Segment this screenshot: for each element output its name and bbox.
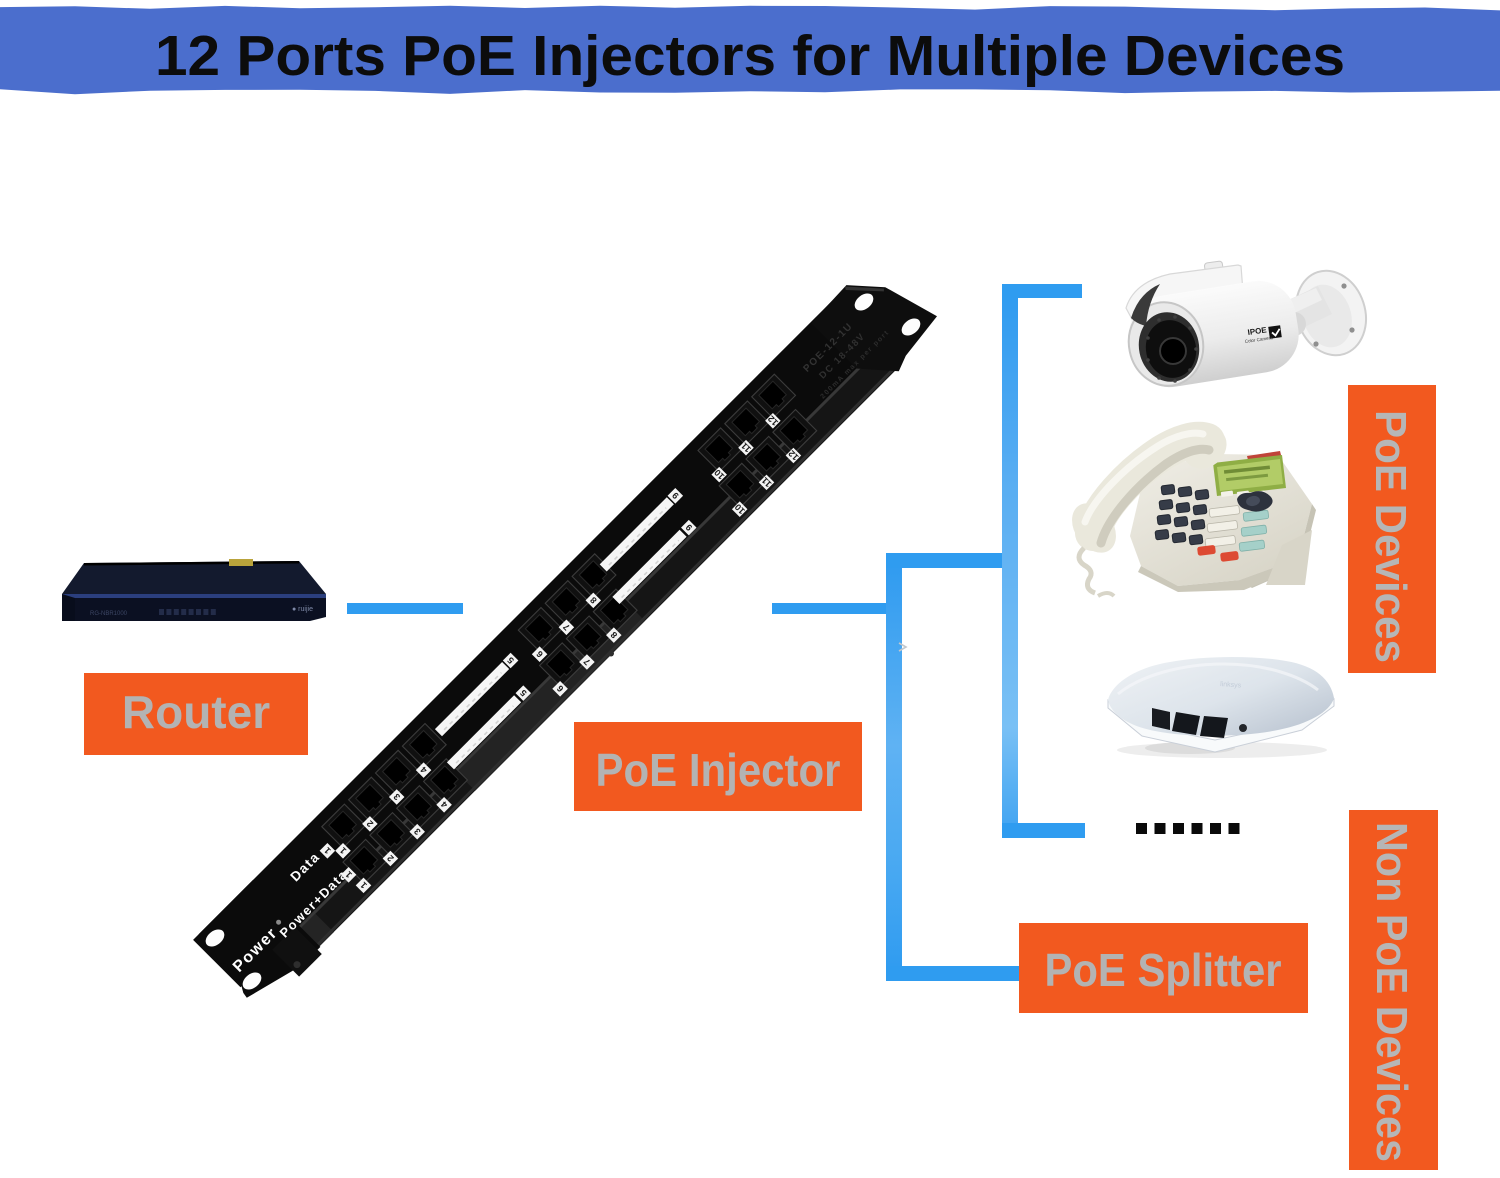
svg-text:7: 7	[582, 657, 593, 668]
svg-text:Non PoE Devices: Non PoE Devices	[1367, 822, 1416, 1162]
svg-text:6: 6	[534, 649, 545, 660]
svg-text:PoE Injector: PoE Injector	[596, 744, 841, 796]
svg-text:4: 4	[439, 799, 450, 810]
svg-text:4: 4	[418, 765, 429, 776]
svg-text:Color Camera: Color Camera	[1244, 335, 1273, 344]
svg-text:5: 5	[518, 688, 529, 699]
svg-text:12 Ports PoE Injectors for Mul: 12 Ports PoE Injectors for Multiple Devi…	[155, 24, 1345, 88]
svg-text:1: 1	[338, 845, 349, 856]
svg-text:6: 6	[555, 683, 566, 694]
svg-text:1: 1	[322, 845, 333, 856]
svg-text:8: 8	[588, 595, 599, 606]
svg-text:Router: Router	[122, 686, 270, 738]
svg-text:5: 5	[505, 655, 516, 666]
svg-text:3: 3	[412, 826, 423, 837]
svg-text:PoE Devices: PoE Devices	[1366, 410, 1415, 663]
svg-text:3: 3	[392, 792, 403, 803]
svg-text:9: 9	[670, 490, 681, 501]
svg-text:7: 7	[561, 622, 572, 633]
svg-text:IPOE: IPOE	[1247, 325, 1268, 337]
svg-text:9: 9	[684, 522, 695, 533]
svg-text:8: 8	[609, 630, 620, 641]
svg-text:RG-NBR1000: RG-NBR1000	[90, 611, 128, 617]
svg-text:1: 1	[343, 869, 354, 880]
svg-text:PoE Splitter: PoE Splitter	[1045, 944, 1282, 996]
svg-text:linksys: linksys	[1220, 681, 1242, 689]
svg-text:1: 1	[358, 880, 369, 891]
svg-text:2: 2	[385, 853, 396, 864]
svg-text:2: 2	[365, 818, 376, 829]
svg-text:● ruijie: ● ruijie	[292, 606, 313, 613]
